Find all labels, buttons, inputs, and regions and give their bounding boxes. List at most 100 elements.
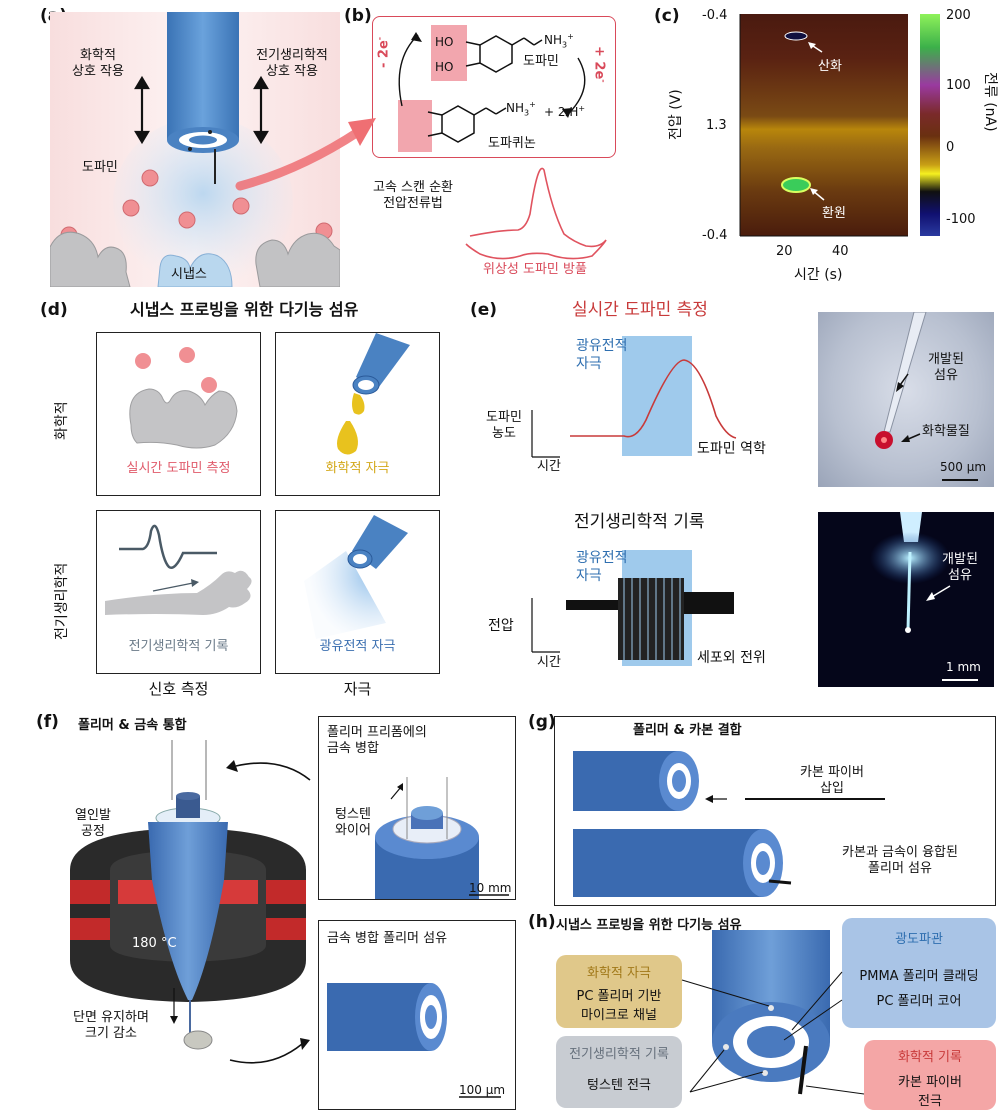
receptor-graphic: [129, 347, 238, 449]
dopamine-molecule-label: 도파민: [523, 54, 559, 69]
synapse-label: 시냅스: [171, 267, 207, 282]
glowing-fiber-graphic: [870, 512, 978, 681]
chem-record-callout: 화학적 기록 카본 파이버 전극: [864, 1040, 996, 1110]
chemical-stim-caption: 화학적 자극: [325, 461, 390, 476]
panel-label-f: (f): [36, 712, 59, 732]
fscv-color-plot: [740, 14, 908, 236]
reduction-label: 환원: [822, 206, 846, 221]
carbon-electrode-text: 카본 파이버 전극: [898, 1075, 962, 1109]
extracellular-trace-graphic: [531, 578, 734, 660]
neuron-spike-graphic: [105, 524, 252, 615]
fused-fiber-label: 카본과 금속이 융합된 폴리머 섬유: [842, 845, 958, 877]
fiber-photo-chemical: 개발된 섬유 화학물질 500 µm: [818, 312, 994, 487]
oxidation-label: 산화: [818, 59, 842, 74]
time-label-2: 시간: [537, 655, 561, 670]
y-tick-top: -0.4: [702, 8, 728, 23]
panel-a-illustration: 화학적 상호 작용 전기생리학적 상호 작용 도파민 시냅스: [50, 12, 340, 287]
electrophysiological-interaction-label: 전기생리학적 상호 작용: [256, 48, 328, 80]
dopamine-conc-label: 도파민 농도: [486, 410, 522, 442]
dopamine-label: 도파민: [82, 160, 118, 175]
ho-bottom: HO: [435, 60, 454, 74]
colorbar-tick-minus100: -100: [946, 212, 976, 227]
x-tick-40: 40: [832, 244, 849, 259]
tungsten-electrode-text: 텅스텐 전극: [587, 1078, 651, 1093]
dopamine-kinetics-label: 도파민 역학: [697, 441, 766, 457]
y-tick-mid: 1.3: [706, 118, 727, 133]
pc-core-text: PC 폴리머 코어: [876, 994, 962, 1009]
panel-label-c: (c): [654, 6, 680, 26]
carbon-integration-box: 폴리머 & 카본 결합 카본 파이버 삽입 카본과 금속이 융합된 폴리머 섬유: [554, 716, 996, 906]
chem-stim-heading: 화학적 자극: [587, 966, 651, 981]
preform-inset: 폴리머 프리폼에의 금속 병합 텅스텐 와이어 10 mm: [318, 716, 516, 900]
light-cone-graphic: [304, 515, 408, 639]
chemical-interaction-label: 화학적 상호 작용: [72, 48, 124, 80]
y-tick-bottom: -0.4: [702, 228, 728, 243]
thermal-drawing-label: 열인발 공정: [75, 808, 111, 840]
chem-record-heading: 화학적 기록: [898, 1050, 962, 1065]
fscv-label: 고속 스캔 순환 전압전류법: [372, 180, 454, 212]
column-stim-label: 자극: [343, 680, 372, 698]
reaction-box: [372, 16, 616, 158]
fiber-photo-light: 개발된 섬유 1 mm: [818, 512, 994, 687]
extracellular-label: 세포외 전위: [697, 650, 766, 666]
panel-h-title: 시냅스 프로빙을 위한 다기능 섬유: [556, 918, 742, 933]
colorbar-tick-200: 200: [946, 8, 971, 23]
fiber-graphic: [327, 983, 501, 1098]
dopamine-trace-graphic: [531, 359, 737, 458]
chem-stim-callout: 화학적 자극 PC 폴리머 기반 마이크로 채널: [556, 955, 682, 1028]
temperature-label: 180 °C: [132, 936, 177, 951]
pmma-cladding-text: PMMA 폴리머 클래딩: [859, 969, 979, 984]
opto-stim-label-2: 광유전적 자극: [576, 550, 628, 584]
electro-record-caption: 전기생리학적 기록: [128, 639, 229, 654]
developed-fiber-label-1: 개발된 섬유: [928, 352, 964, 384]
opto-stim-caption: 광유전적 자극: [319, 639, 396, 654]
synapse-scene-graphic: [50, 12, 340, 287]
panel-d-title: 시냅스 프로빙을 위한 다기능 섬유: [130, 300, 359, 319]
fiber-title: 금속 병합 폴리머 섬유: [327, 931, 448, 946]
scale-500um: 500 µm: [940, 460, 987, 474]
column-signal-label: 신호 측정: [148, 680, 209, 698]
fiber-tip-graphic: [875, 312, 978, 481]
panel-f-title: 폴리머 & 금속 통합: [78, 718, 187, 733]
carbon-insert-label: 카본 파이버 삽입: [800, 765, 864, 797]
preform-title: 폴리머 프리폼에의 금속 병합: [327, 725, 427, 757]
tungsten-wire-label: 텅스텐 와이어: [335, 807, 371, 839]
time-label-1: 시간: [537, 459, 561, 474]
realtime-dopamine-title: 실시간 도파민 측정: [572, 300, 708, 320]
colorbar-tick-100: 100: [946, 78, 971, 93]
cell-realtime-dopamine: 실시간 도파민 측정: [96, 332, 261, 496]
waveguide-heading: 광도파관: [895, 932, 943, 947]
preform-graphic: [375, 777, 509, 899]
realtime-dopamine-caption: 실시간 도파민 측정: [126, 461, 231, 476]
electro-record-heading: 전기생리학적 기록: [569, 1047, 669, 1062]
fiber-inset: 금속 병합 폴리머 섬유 100 µm: [318, 920, 516, 1110]
colorbar-tick-0: 0: [946, 140, 955, 155]
panel-label-d: (d): [40, 300, 68, 320]
electro-record-callout: 전기생리학적 기록 텅스텐 전극: [556, 1036, 682, 1108]
drip-graphic: [337, 333, 410, 455]
dopamine-reaction-graphic: [235, 25, 607, 260]
phasic-release-label: 위상성 도파민 방풀: [483, 262, 587, 277]
panel-g-title: 폴리머 & 카본 결합: [633, 723, 742, 738]
scale-1mm: 1 mm: [946, 660, 981, 674]
colorbar: [920, 14, 940, 236]
carbon-fiber-graphic: [573, 751, 885, 897]
x-axis-label: 시간 (s): [794, 267, 843, 283]
size-reduce-label: 단면 유지하며 크기 감소: [73, 1010, 149, 1042]
opto-stim-label-1: 광유전적 자극: [576, 338, 628, 372]
x-tick-20: 20: [776, 244, 793, 259]
nh3-bottom: NH3+: [506, 100, 536, 118]
pc-channel-text: PC 폴리머 기반 마이크로 채널: [576, 989, 662, 1023]
panel-label-b: (b): [344, 6, 372, 26]
chemical-label: 화학물질: [922, 424, 970, 439]
nh3-top: NH3+: [544, 32, 574, 50]
voltage-label: 전압: [488, 618, 514, 634]
developed-fiber-label-2: 개발된 섬유: [942, 552, 978, 584]
electro-record-title: 전기생리학적 기록: [574, 512, 705, 532]
cell-opto-stim: 광유전적 자극: [275, 510, 440, 674]
panel-label-e: (e): [470, 300, 498, 320]
waveguide-callout: 광도파관 PMMA 폴리머 클래딩 PC 폴리머 코어: [842, 918, 996, 1028]
cell-electro-record: 전기생리학적 기록: [96, 510, 261, 674]
